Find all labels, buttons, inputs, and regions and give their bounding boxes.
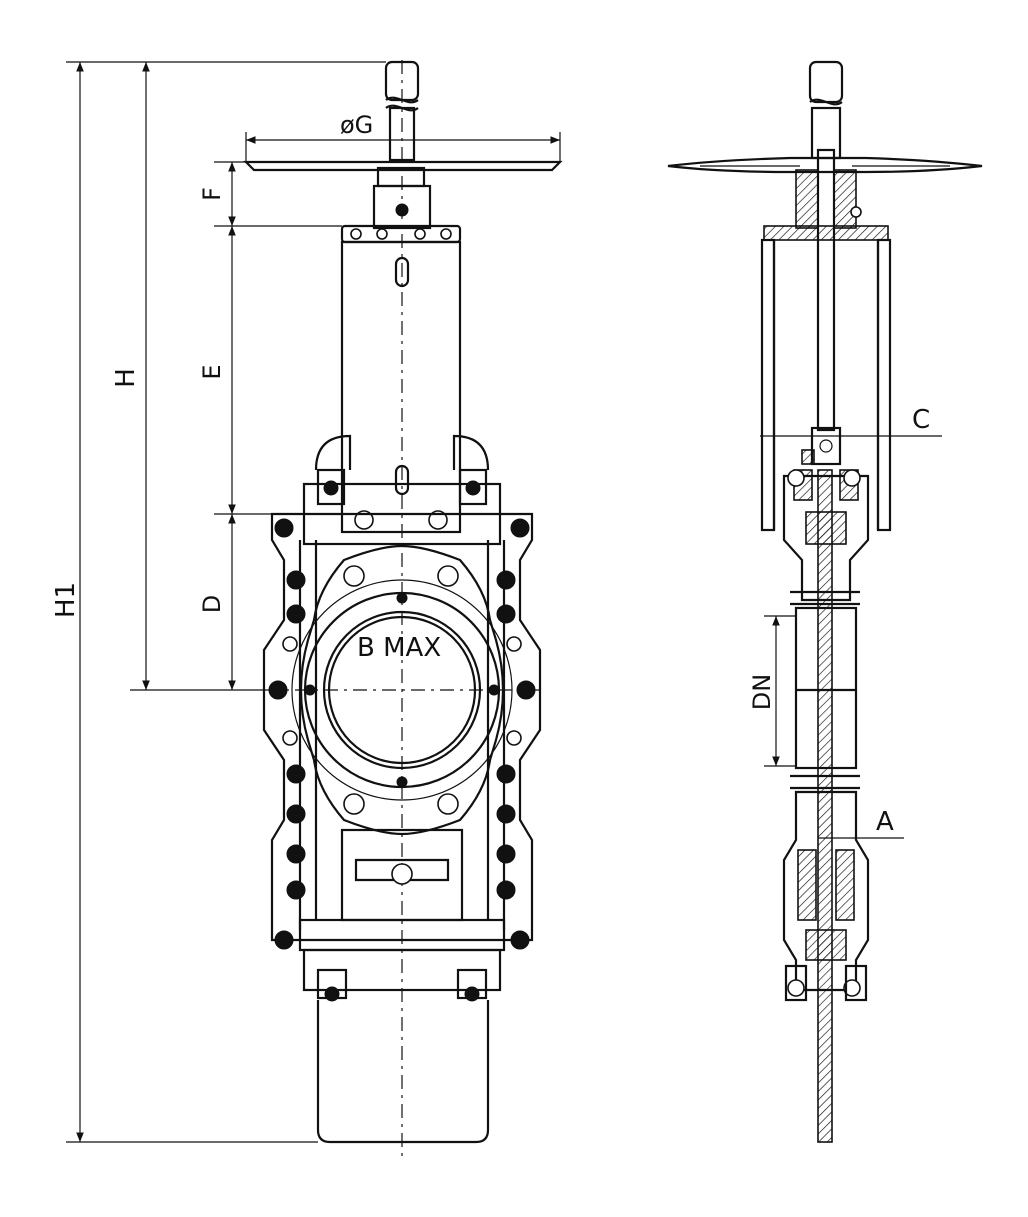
side-yoke-columns	[760, 238, 892, 532]
yoke-body	[340, 240, 462, 534]
dim-d-label: D	[198, 595, 226, 613]
stem-top	[384, 60, 420, 162]
side-view: C DN A	[667, 60, 983, 1143]
bore-label: B MAX	[357, 633, 441, 663]
handwheel	[243, 132, 563, 172]
dim-dn-label: DN	[748, 674, 776, 710]
side-gate-plate	[817, 469, 833, 1143]
flange-bore	[266, 544, 540, 836]
dim-c-label: C	[912, 405, 930, 435]
yoke-nut	[372, 166, 432, 230]
gate-extension	[316, 1000, 490, 1144]
lower-guide	[298, 828, 506, 1002]
side-connector	[801, 426, 842, 466]
dim-f-label: F	[198, 187, 226, 201]
front-dimensions	[66, 61, 386, 1143]
dim-h-label: H	[111, 368, 141, 388]
side-stem-top	[808, 60, 844, 160]
side-bolts	[268, 518, 536, 950]
side-body-lower	[782, 790, 870, 1002]
side-handwheel	[667, 156, 983, 174]
side-dimensions	[760, 435, 942, 839]
side-body-upper	[782, 469, 870, 602]
dim-h1-label: H1	[51, 582, 81, 618]
front-view: øG	[51, 60, 563, 1160]
dim-e-label: E	[198, 364, 226, 379]
side-top-plate	[763, 225, 889, 241]
handwheel-diameter-label: øG	[340, 111, 373, 139]
side-yoke-nut	[795, 169, 862, 229]
dim-a-label: A	[876, 807, 894, 837]
side-stem	[816, 148, 836, 432]
